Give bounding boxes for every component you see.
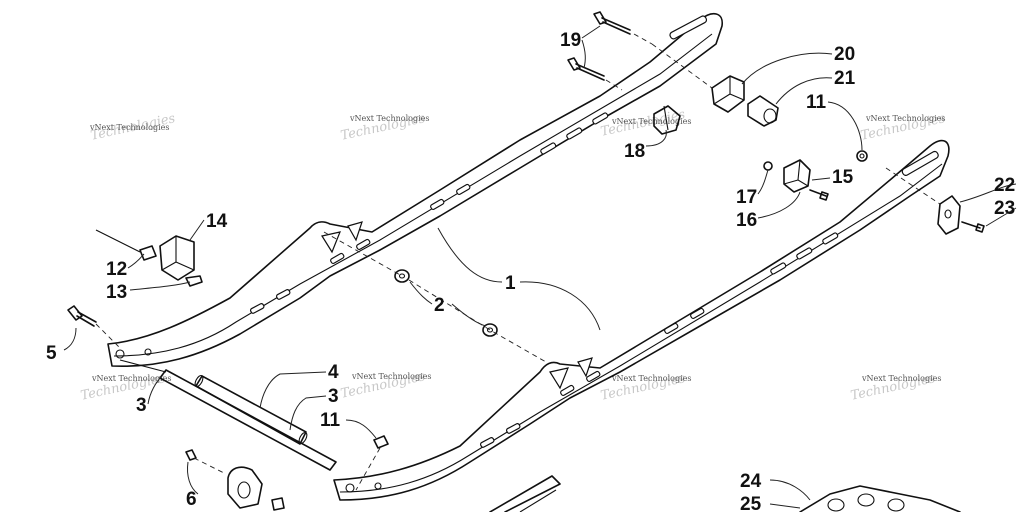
left-slide-rail [107,13,723,368]
callout-5: 5 [46,343,57,364]
watermark-text: vNext Technologies [91,374,171,383]
callout-11-upper: 11 [806,92,827,113]
nut-11-lower [355,435,389,491]
bolt-5 [67,305,121,349]
callout-16: 16 [736,210,757,231]
bracket-14 [95,229,203,287]
callout-labels: 1 2 3 3 4 5 6 11 11 12 13 14 15 16 17 18… [46,30,1015,512]
watermark-text: vNext Technologies [349,114,429,123]
callout-18: 18 [624,141,645,162]
callout-3-right: 3 [328,386,339,407]
callout-4: 4 [328,362,339,383]
bracket-6 [185,449,285,511]
watermark-text: vNext Technologies [611,374,691,383]
watermark-text: vNext Technologies [611,117,691,126]
washers [323,231,547,363]
watermark-text: vNext Technologies [865,114,945,123]
callout-6: 6 [186,489,197,510]
cross-shaft [119,359,337,471]
bushing-21 [651,43,779,127]
bolts-19 [567,11,653,91]
callout-3-left: 3 [136,395,147,416]
right-slide-rail [333,139,950,501]
callout-19: 19 [560,30,581,51]
callout-11-lower: 11 [320,410,341,431]
assembly-24-25 [799,485,961,512]
watermark-text: vNext Technologies [861,374,941,383]
callout-25: 25 [740,494,762,512]
block-16 [783,159,811,193]
callout-15: 15 [832,167,854,188]
rail-slots-right [345,150,939,493]
screw-15 [809,189,829,201]
callout-20: 20 [834,44,855,65]
nut-11-upper [856,150,868,162]
watermark-text: vNext Technologies [351,372,431,381]
callout-14: 14 [206,211,228,232]
bracket-22 [885,167,961,235]
callout-12: 12 [106,259,127,280]
nut-17 [763,161,773,171]
bumper-18 [653,105,681,135]
callout-23: 23 [994,198,1015,219]
leader-lines [63,25,1017,509]
watermark-text: vNext Technologies [89,123,169,132]
callout-24: 24 [740,471,762,492]
lower-tube [489,475,561,512]
callout-13: 13 [106,282,127,303]
callout-21: 21 [834,68,856,89]
screw-23 [961,221,985,233]
callout-1: 1 [505,273,516,294]
watermarks: Technologies vNext Technologies Technolo… [79,107,947,404]
callout-22: 22 [994,175,1015,196]
block-20 [711,75,745,113]
callout-2: 2 [434,295,445,316]
callout-17: 17 [736,187,757,208]
rail-slots-left [115,15,708,359]
